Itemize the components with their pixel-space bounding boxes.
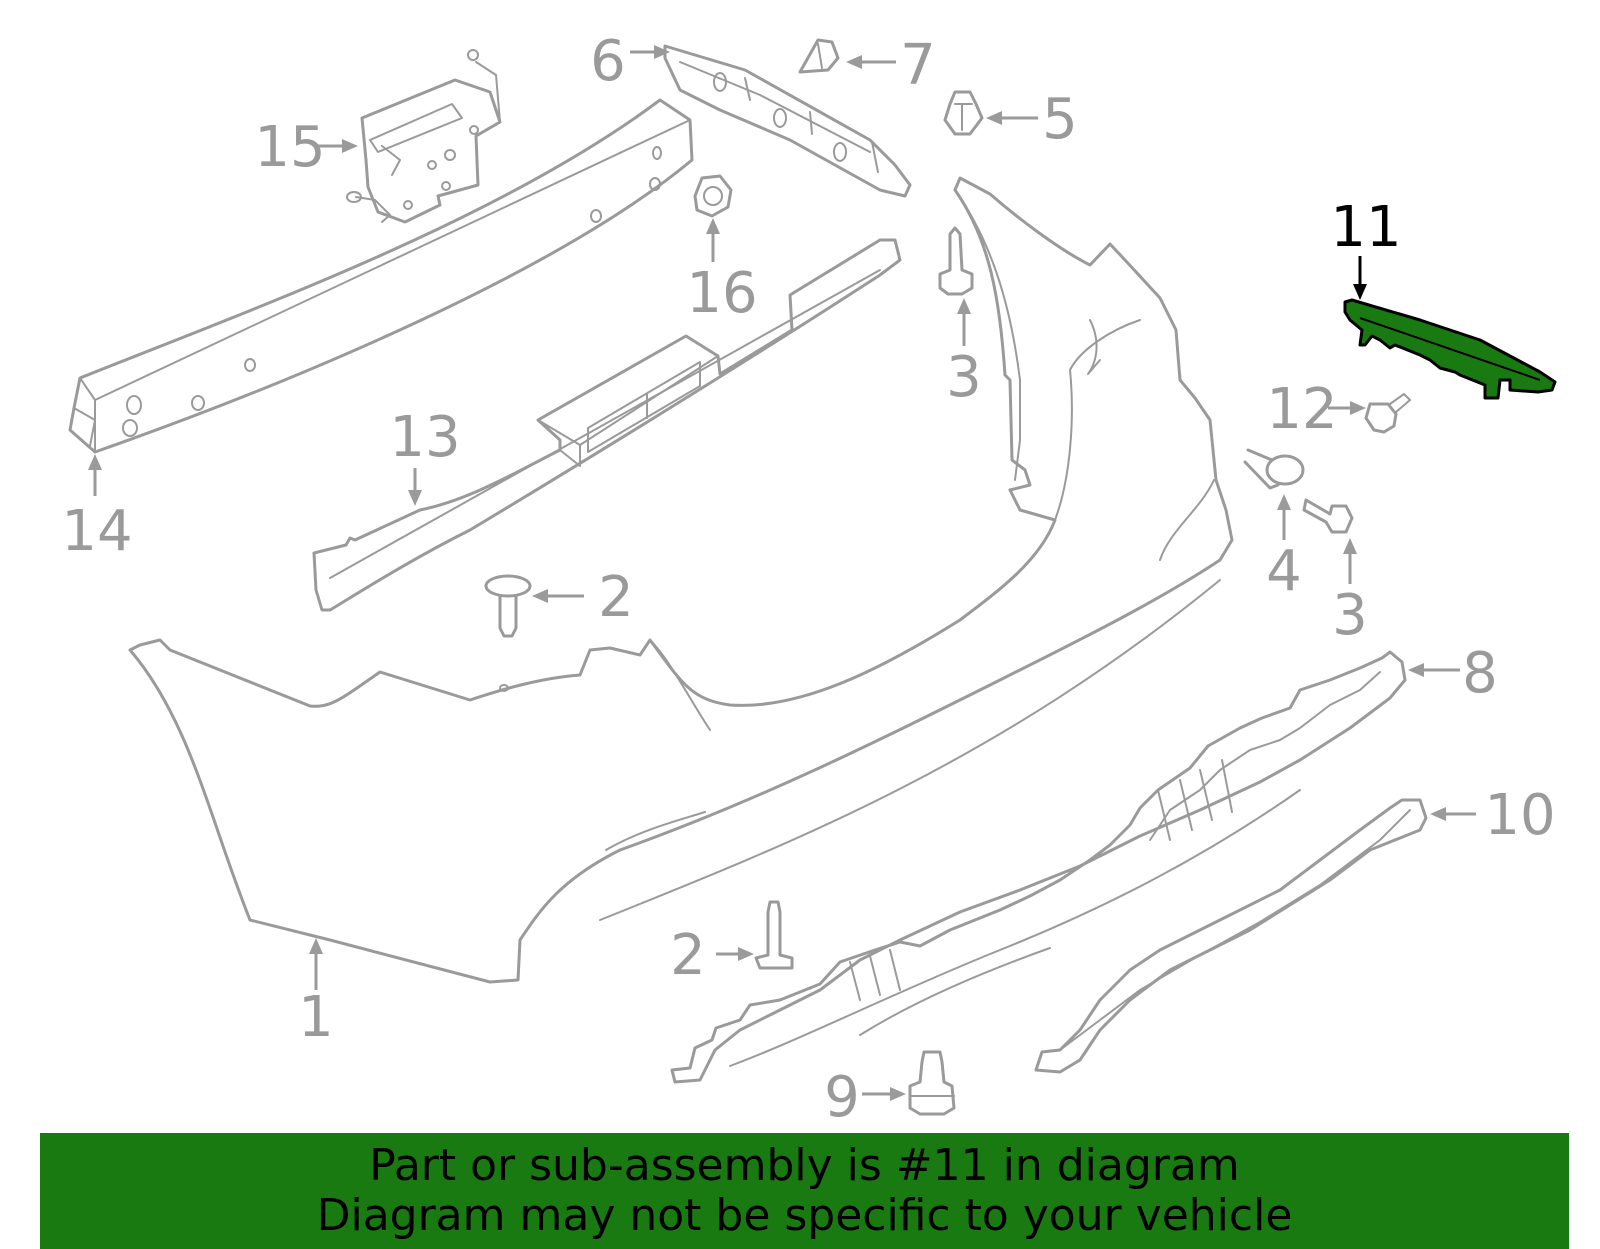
callout-7: 7 — [900, 33, 936, 98]
part-4-grommet — [1243, 448, 1305, 490]
callout-8: 8 — [1462, 641, 1498, 706]
part-3-bolt-upper — [938, 226, 974, 296]
part-7-clip — [798, 38, 840, 74]
callout-2-lower: 2 — [670, 923, 706, 988]
part-15-bracket — [346, 49, 502, 224]
callout-3-upper: 3 — [946, 345, 982, 410]
callout-6: 6 — [590, 29, 626, 94]
callout-10: 10 — [1484, 783, 1555, 848]
leader-arrow-11 — [1353, 256, 1367, 300]
part-13-energy-absorber — [312, 238, 902, 612]
callout-4: 4 — [1266, 539, 1302, 604]
callout-13: 13 — [389, 405, 460, 470]
callout-5: 5 — [1042, 87, 1078, 152]
part-1-bumper-cover — [128, 176, 1234, 984]
callout-3-lower: 3 — [1332, 583, 1368, 648]
callout-9: 9 — [824, 1065, 860, 1130]
part-10-lower-trim — [1034, 798, 1428, 1074]
banner-line-2: Diagram may not be specific to your vehi… — [316, 1190, 1293, 1241]
callout-15: 15 — [254, 115, 325, 180]
callout-labels: 1 2 2 3 3 4 5 6 7 8 9 10 11 12 13 14 15 … — [61, 29, 1555, 1130]
callout-16: 16 — [686, 261, 757, 326]
callout-11-highlighted: 11 — [1330, 195, 1401, 260]
info-banner: Part or sub-assembly is #11 in diagram D… — [40, 1133, 1569, 1249]
callout-2-upper: 2 — [598, 565, 634, 630]
part-2-push-pin-lower — [754, 900, 794, 970]
part-6-upper-bracket — [663, 44, 912, 198]
part-5-nut-clip — [943, 90, 984, 136]
part-3-bolt-lower — [1302, 498, 1354, 534]
callout-12: 12 — [1266, 377, 1337, 442]
banner-line-1: Part or sub-assembly is #11 in diagram — [369, 1140, 1240, 1191]
part-11-bracket-highlighted — [1343, 298, 1557, 400]
callout-14: 14 — [61, 499, 132, 564]
part-8-lower-diffuser — [670, 650, 1407, 1084]
part-2-push-pin-upper — [484, 574, 532, 638]
part-12-bolt — [1364, 393, 1411, 434]
callout-1: 1 — [298, 985, 334, 1050]
part-9-clip — [908, 1050, 956, 1116]
part-16-nut — [693, 174, 733, 218]
leader-arrows — [88, 45, 1476, 1101]
part-14-reinforcement-beam — [68, 98, 694, 454]
